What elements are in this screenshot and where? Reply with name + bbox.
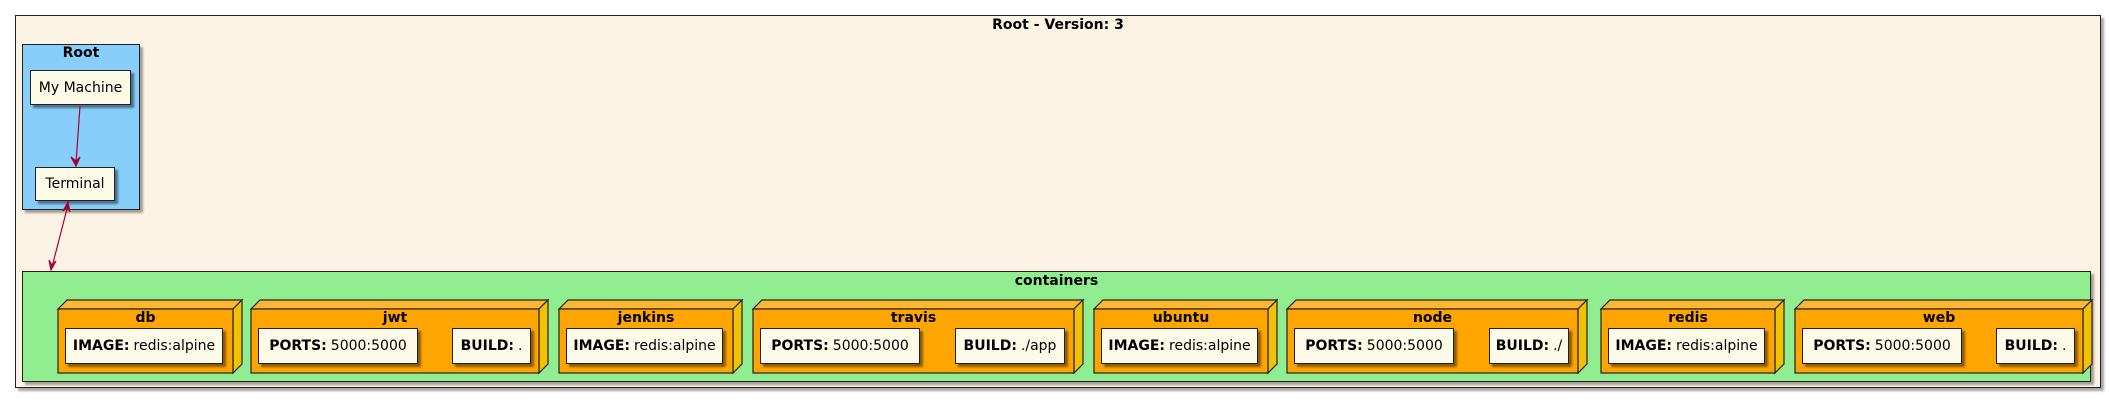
arrowhead-containers-side bbox=[48, 259, 57, 272]
property-value: ./ bbox=[1553, 338, 1563, 354]
node-travis-top-face bbox=[751, 299, 1085, 310]
node-redis-property: IMAGE:redis:alpine bbox=[1608, 328, 1765, 364]
node-jenkins-property: IMAGE:redis:alpine bbox=[566, 328, 723, 364]
property-value: ./app bbox=[1020, 338, 1057, 354]
node-web-side-face bbox=[2082, 298, 2093, 375]
node-node-property: PORTS:5000:5000 bbox=[1294, 328, 1454, 364]
node-redis-top-face bbox=[1599, 299, 1786, 310]
property-value: . bbox=[2061, 338, 2067, 354]
node-jenkins-side-face bbox=[732, 298, 743, 375]
node-db-side-face bbox=[232, 298, 243, 375]
property-key: IMAGE: bbox=[1615, 338, 1673, 354]
node-db-top-face bbox=[56, 299, 244, 310]
node-db-property: IMAGE:redis:alpine bbox=[65, 328, 223, 364]
node-travis-property: PORTS:5000:5000 bbox=[760, 328, 920, 364]
property-key: IMAGE: bbox=[1108, 338, 1166, 354]
terminal-node: Terminal bbox=[35, 167, 115, 201]
node-db-title: db bbox=[135, 310, 156, 326]
node-ubuntu-title: ubuntu bbox=[1152, 310, 1210, 326]
node-ubuntu-property: IMAGE:redis:alpine bbox=[1101, 328, 1258, 364]
property-key: IMAGE: bbox=[573, 338, 631, 354]
arrowhead-terminal-side bbox=[62, 200, 71, 213]
node-travis-title: travis bbox=[890, 310, 937, 326]
node-ubuntu-side-face bbox=[1267, 298, 1278, 375]
node-web-property: BUILD:. bbox=[1996, 328, 2075, 364]
node-jwt-property: PORTS:5000:5000 bbox=[258, 328, 418, 364]
node-jwt-top-face bbox=[249, 299, 550, 310]
node-node-top-face bbox=[1285, 299, 1589, 310]
property-value: 5000:5000 bbox=[1874, 338, 1951, 354]
edge-my-machine-terminal bbox=[75, 105, 81, 164]
node-travis-side-face bbox=[1073, 298, 1084, 375]
edge-terminal-containers bbox=[51, 204, 69, 268]
property-key: BUILD: bbox=[2004, 338, 2058, 354]
property-value: redis:alpine bbox=[1169, 338, 1251, 354]
containers-package-title: containers bbox=[1014, 273, 1099, 289]
property-value: 5000:5000 bbox=[330, 338, 407, 354]
property-value: . bbox=[517, 338, 523, 354]
node-redis-side-face bbox=[1774, 298, 1785, 375]
node-web-property: PORTS:5000:5000 bbox=[1802, 328, 1962, 364]
node-node-side-face bbox=[1577, 298, 1588, 375]
node-redis-title: redis bbox=[1668, 310, 1708, 326]
property-key: BUILD: bbox=[1495, 338, 1550, 354]
property-value: redis:alpine bbox=[1676, 338, 1758, 354]
node-jenkins-top-face bbox=[557, 299, 744, 310]
property-value: redis:alpine bbox=[133, 338, 216, 354]
property-key: BUILD: bbox=[963, 338, 1017, 354]
property-key: PORTS: bbox=[771, 338, 829, 354]
node-travis-property: BUILD:./app bbox=[955, 328, 1065, 364]
node-web-title: web bbox=[1922, 310, 1956, 326]
property-key: IMAGE: bbox=[72, 338, 130, 354]
node-jwt-title: jwt bbox=[382, 310, 408, 326]
node-node-property: BUILD:./ bbox=[1489, 328, 1569, 364]
arrowhead-terminal bbox=[70, 156, 81, 168]
property-key: PORTS: bbox=[269, 338, 327, 354]
property-key: PORTS: bbox=[1813, 338, 1871, 354]
property-key: PORTS: bbox=[1305, 338, 1363, 354]
property-value: 5000:5000 bbox=[832, 338, 909, 354]
property-key: BUILD: bbox=[460, 338, 514, 354]
node-jenkins-title: jenkins bbox=[617, 310, 675, 326]
node-jwt-side-face bbox=[538, 298, 549, 375]
root-package-title: Root bbox=[62, 45, 100, 61]
diagram-title: Root - Version: 3 bbox=[992, 17, 1124, 33]
property-value: redis:alpine bbox=[634, 338, 716, 354]
property-value: 5000:5000 bbox=[1366, 338, 1443, 354]
node-ubuntu-top-face bbox=[1092, 299, 1279, 310]
my-machine-node: My Machine bbox=[30, 70, 131, 105]
node-web-top-face bbox=[1793, 299, 2094, 310]
node-jwt-property: BUILD:. bbox=[452, 328, 531, 364]
node-node-title: node bbox=[1412, 310, 1453, 326]
